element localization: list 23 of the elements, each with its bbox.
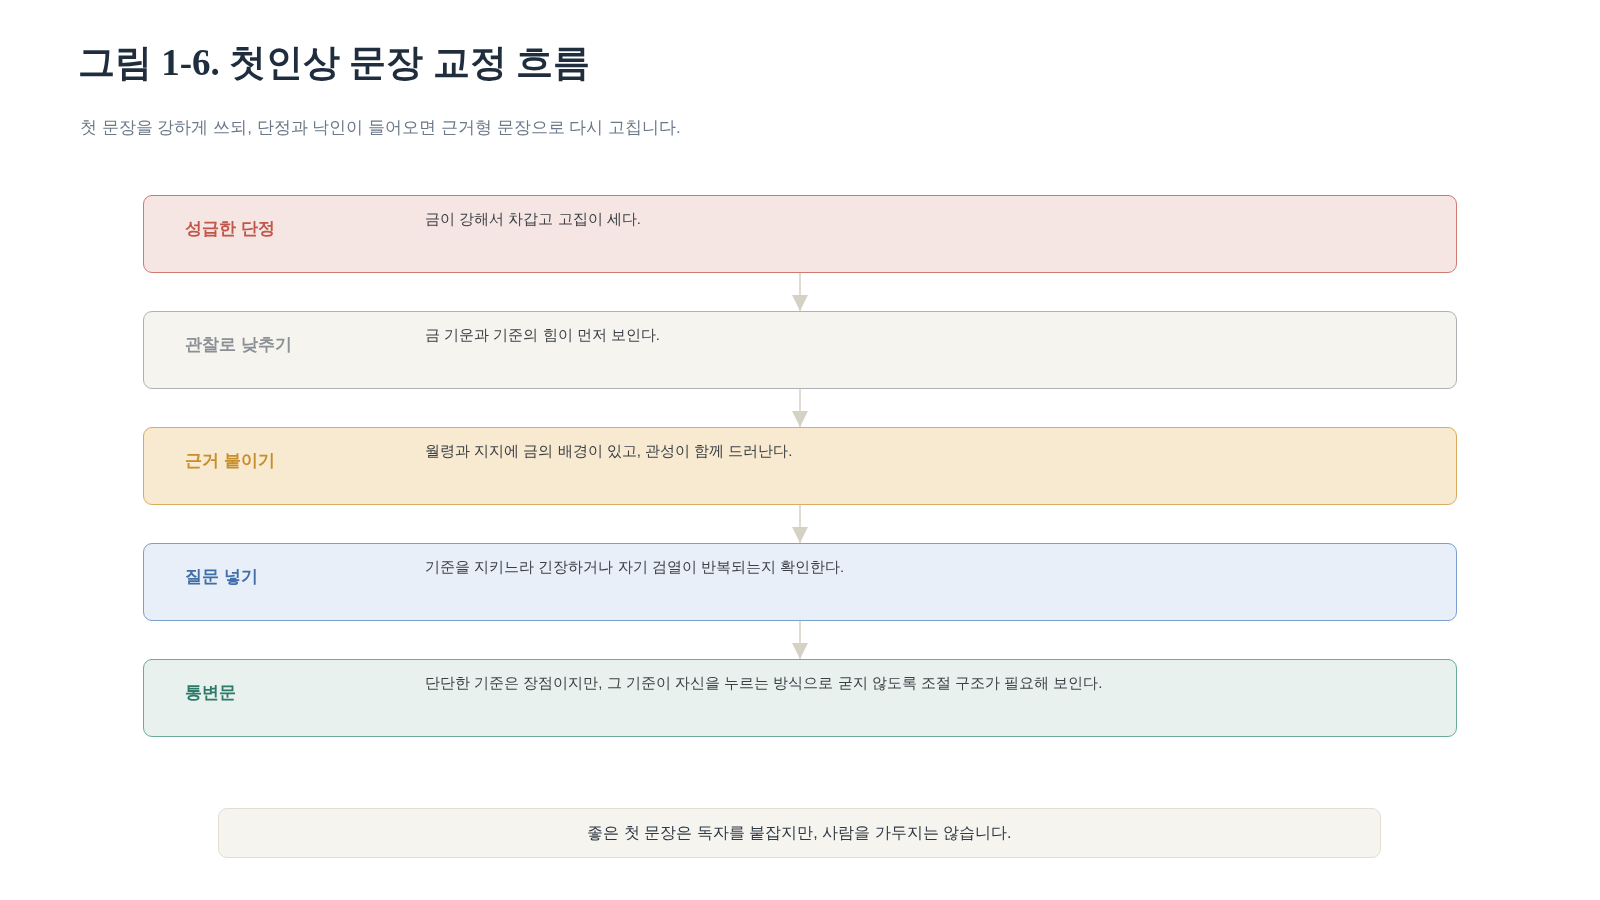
step-description: 금이 강해서 차갑고 고집이 세다. [425,209,642,229]
arrow [792,272,808,312]
arrow [792,620,808,660]
step-description: 기준을 지키느라 긴장하거나 자기 검열이 반복되는지 확인한다. [425,557,846,577]
step-description: 단단한 기준은 장점이지만, 그 기준이 자신을 누르는 방식으로 굳지 않도록 조절 구조가 필요해 보인다. [425,673,1104,693]
step-title: 질문 넣기 [185,566,259,588]
step-title: 성급한 단정 [185,218,276,240]
step-title: 근거 붙이기 [185,450,276,472]
step-description: 금 기운과 기준의 힘이 먼저 보인다. [425,325,661,345]
step-description: 월령과 지지에 금의 배경이 있고, 관성이 함께 드러난다. [425,441,794,461]
step-card [143,427,1457,505]
arrow [792,504,808,544]
arrow [792,388,808,428]
step-card [143,195,1457,273]
step-card [143,311,1457,389]
title: 그림 1-6. 첫인상 문장 교정 흐름 [78,41,590,85]
subtitle: 첫 문장을 강하게 쓰되, 단정과 낙인이 들어오면 근거형 문장으로 다시 고칩니다. [80,117,681,139]
note-text: 좋은 첫 문장은 독자를 붙잡지만, 사람을 가두지는 않습니다. [587,823,1012,843]
step-title: 관찰로 낮추기 [185,334,293,356]
result-card [143,659,1457,737]
step-title: 통변문 [185,682,237,704]
note-box [218,808,1381,858]
step-card [143,543,1457,621]
